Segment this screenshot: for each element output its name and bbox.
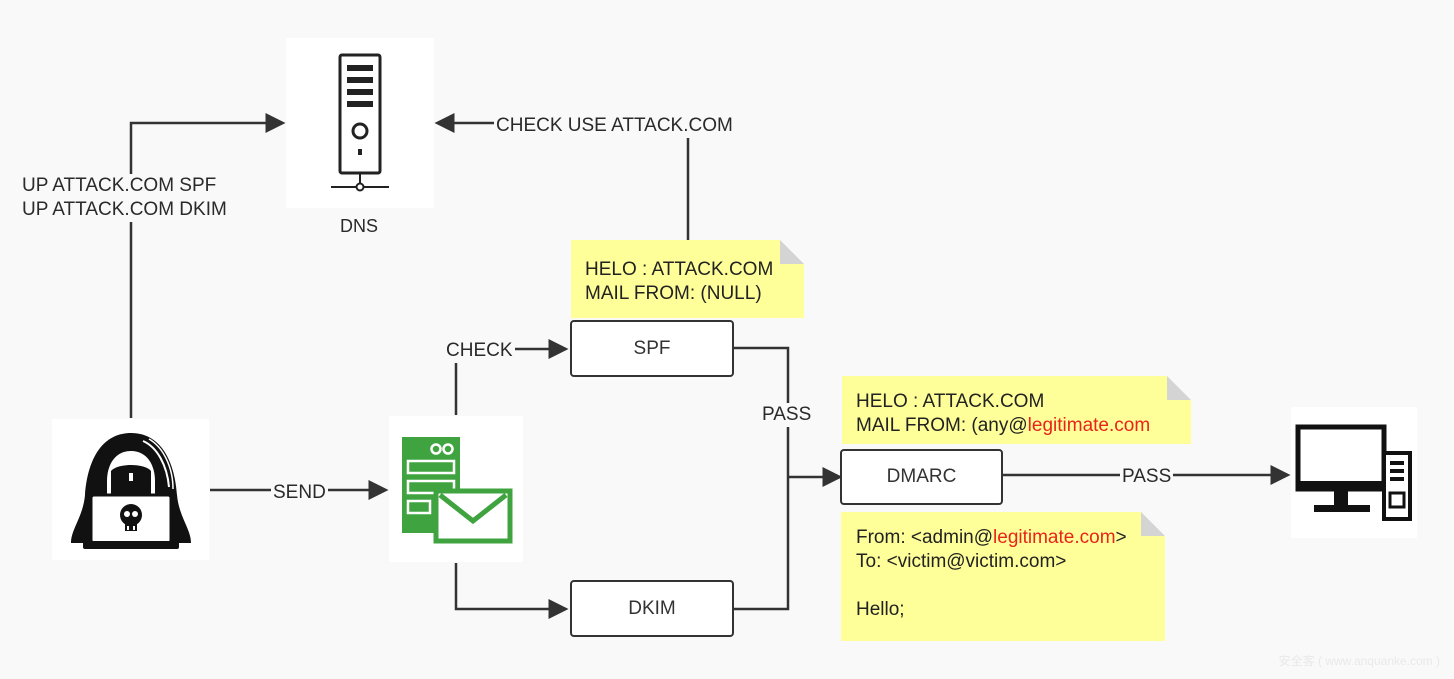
edge-mailserver-to-dkim xyxy=(454,563,569,619)
server-tower-icon xyxy=(331,53,389,192)
email-body-line: Hello; xyxy=(856,599,905,620)
upload-spf-text: UP ATTACK.COM SPF xyxy=(22,175,217,196)
email-to-line: To: <victim@victim.com> xyxy=(856,551,1067,572)
dkim-label: DKIM xyxy=(628,597,676,619)
spf-label: SPF xyxy=(633,337,671,359)
edge-spf-check-dns xyxy=(434,113,690,240)
pass-dmarc-label: PASS xyxy=(1120,465,1174,489)
spf-node: SPF xyxy=(570,320,734,377)
check-label: CHECK xyxy=(444,339,515,363)
dkim-node: DKIM xyxy=(570,580,734,637)
mail-server-node xyxy=(389,416,523,562)
pass-spf-dkim-label: PASS xyxy=(760,403,814,427)
check-use-label: CHECK USE ATTACK.COM xyxy=(494,114,735,138)
note-fold xyxy=(1141,512,1165,536)
spf-note-mailfrom: MAIL FROM: (NULL) xyxy=(585,283,762,304)
spf-envelope-note: HELO : ATTACK.COM MAIL FROM: (NULL) xyxy=(571,240,804,318)
dmarc-note-helo: HELO : ATTACK.COM xyxy=(856,391,1045,412)
hacker-laptop-icon xyxy=(70,432,191,549)
email-from-line: From: <admin@legitimate.com> xyxy=(856,526,1165,550)
edge-attacker-to-dns xyxy=(129,113,286,418)
desktop-computer-icon xyxy=(1295,424,1412,521)
dmarc-label: DMARC xyxy=(886,466,957,487)
note-fold xyxy=(1167,376,1191,400)
send-label: SEND xyxy=(271,481,328,505)
dmarc-note-mailfrom: MAIL FROM: (any@legitimate.com xyxy=(856,414,1191,438)
dmarc-node: DMARC xyxy=(840,449,1003,505)
dns-server-node xyxy=(286,38,434,208)
email-header-note: From: <admin@legitimate.com> To: <victim… xyxy=(841,512,1165,641)
from-domain: legitimate.com xyxy=(993,527,1116,548)
dmarc-envelope-note: HELO : ATTACK.COM MAIL FROM: (any@legiti… xyxy=(842,376,1191,444)
upload-records-label: UP ATTACK.COM SPF UP ATTACK.COM DKIM xyxy=(20,174,229,222)
spf-note-helo: HELO : ATTACK.COM xyxy=(585,259,774,280)
mailfrom-prefix: MAIL FROM: (any@ xyxy=(856,415,1028,436)
from-prefix: From: <admin@ xyxy=(856,527,994,548)
dns-label: DNS xyxy=(340,216,379,236)
attacker-node xyxy=(52,419,209,560)
from-suffix: > xyxy=(1115,527,1127,548)
email-blank-line xyxy=(856,574,1165,598)
watermark: 安全客 ( www.anquanke.com ) xyxy=(1278,654,1440,668)
victim-node xyxy=(1291,407,1417,538)
upload-dkim-text: UP ATTACK.COM DKIM xyxy=(22,199,227,220)
mailfrom-domain: legitimate.com xyxy=(1027,415,1151,436)
edge-spf-to-merge xyxy=(734,346,790,611)
note-fold xyxy=(780,240,804,264)
mail-server-icon xyxy=(402,437,513,544)
